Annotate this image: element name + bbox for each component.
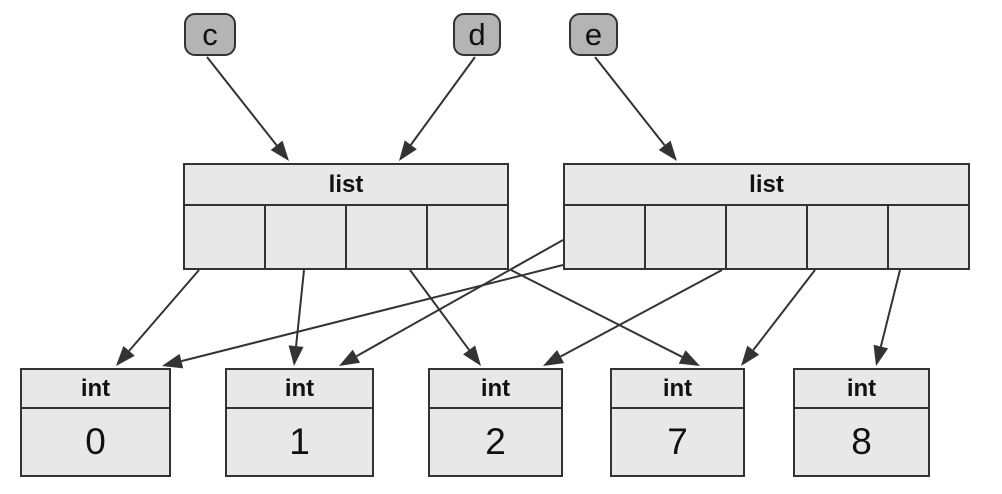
int-node-0: int 0 [20,368,171,477]
int-node-8: int 8 [793,368,930,477]
arrowhead-icon [543,349,565,366]
list-cells-row [565,206,968,268]
int-type-label: int [430,370,561,409]
int-type-label: int [22,370,169,409]
arrow-list2.3-to-int7 [741,269,816,366]
arrow-list1.0-to-int0 [116,269,200,366]
arrow-line [409,269,470,351]
list-type-label: list [185,165,507,206]
variable-node-c: c [184,13,236,56]
variable-label: d [468,16,486,52]
list-cell [889,206,968,268]
arrowhead-icon [658,140,677,161]
int-type-label: int [795,370,928,409]
list-cell [347,206,428,268]
variable-node-d: d [453,13,501,56]
arrowhead-icon [162,353,184,369]
list-cell [565,206,646,268]
arrowhead-icon [463,345,481,366]
list-cell [185,206,266,268]
arrow-list2.0-to-int0 [162,264,564,369]
list-cell [727,206,808,268]
list-cell [428,206,507,268]
list-cell [808,206,889,268]
int-type-label: int [227,370,372,409]
variable-node-e: e [569,13,618,56]
arrow-list2.4-to-int8 [873,269,901,366]
arrow-line [206,56,278,146]
arrow-line [181,264,564,363]
arrow-e-to-list2 [594,56,677,161]
arrow-list2.2-to-int2 [543,269,723,366]
int-value: 7 [667,421,688,462]
int-value: 0 [85,421,106,462]
int-node-1: int 1 [225,368,374,477]
arrow-line [560,269,723,358]
arrowhead-icon [741,345,760,366]
int-node-7: int 7 [610,368,745,477]
arrow-line [295,269,305,347]
arrow-line [128,269,200,352]
arrow-list1.2-to-int2 [409,269,481,366]
arrow-list1.1-to-int1 [288,269,305,366]
arrow-line [594,56,666,146]
arrowhead-icon [399,140,417,161]
arrow-line [510,269,683,358]
int-type-label: int [612,370,743,409]
variable-label: c [202,16,218,52]
int-value: 1 [289,421,310,462]
arrow-d-to-list1 [399,56,476,161]
list-node-2: list [563,163,970,270]
list-type-label: list [565,165,968,206]
arrowhead-icon [270,140,289,161]
arrow-line [752,269,816,351]
arrowhead-icon [116,345,135,366]
arrowhead-icon [873,344,889,366]
arrow-c-to-list1 [206,56,289,161]
int-value: 2 [485,421,506,462]
list-cells-row [185,206,507,268]
arrow-list1.3-to-int7 [510,269,700,366]
arrowhead-icon [339,349,361,366]
list-cell [266,206,347,268]
list-cell [646,206,727,268]
variable-label: e [584,16,603,52]
arrowhead-icon [678,350,700,366]
int-value: 8 [851,421,872,462]
arrowhead-icon [288,345,304,366]
arrow-line [409,56,476,146]
list-node-1: list [183,163,509,270]
int-node-2: int 2 [428,368,563,477]
arrow-line [879,269,901,347]
